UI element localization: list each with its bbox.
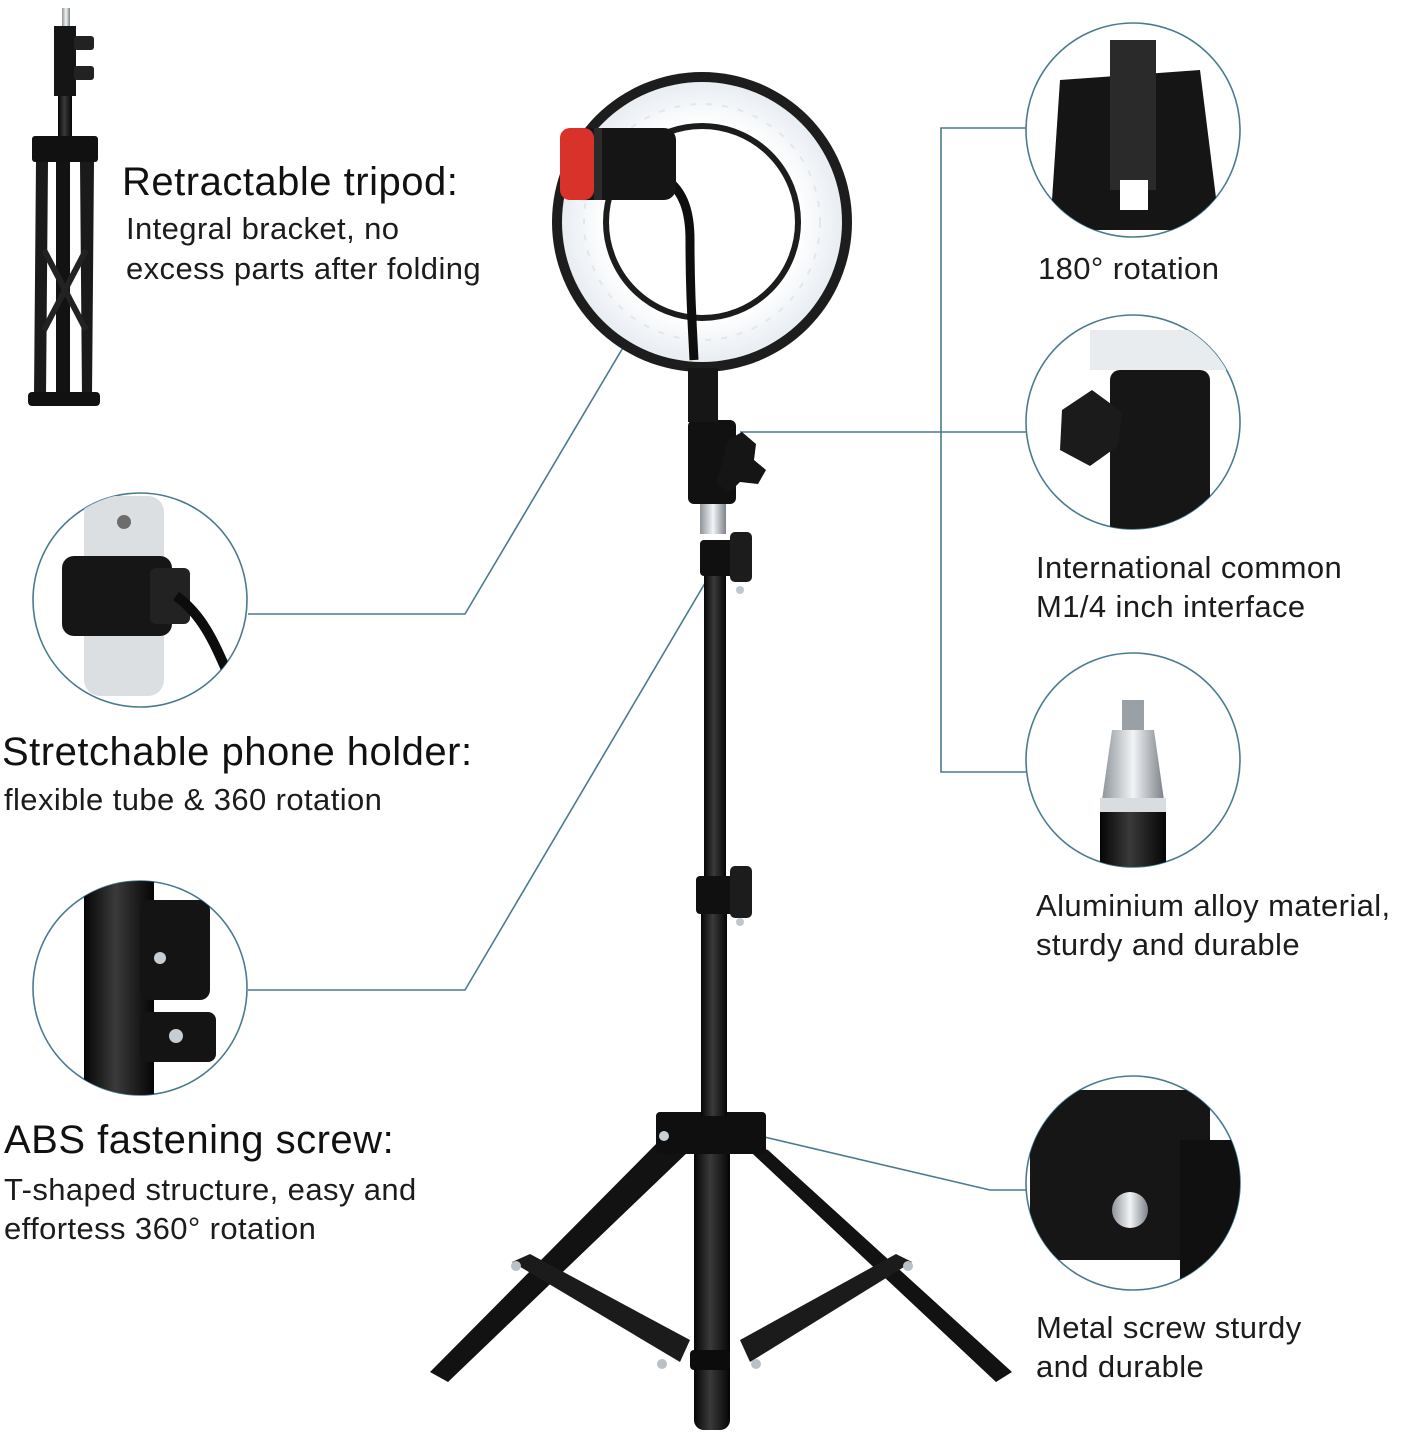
- feature-desc-metal-screw-line2: and durable: [1036, 1349, 1205, 1384]
- feature-desc-aluminium-line2: sturdy and durable: [1036, 927, 1300, 962]
- feature-desc-interface-line2: M1/4 inch interface: [1036, 589, 1306, 624]
- feature-desc-tripod-line1: Integral bracket, no: [126, 211, 400, 246]
- leader-line-rotation: [940, 127, 1026, 773]
- feature-desc-aluminium-line1: Aluminium alloy material,: [1036, 888, 1391, 923]
- metal-screw-closeup: [1025, 1075, 1241, 1291]
- feature-desc-interface-line1: International common: [1036, 550, 1343, 585]
- fastening-screw-closeup: [32, 880, 248, 1096]
- ball-head-knob-closeup: [1025, 314, 1241, 530]
- rotation-bracket-closeup: [1025, 22, 1241, 238]
- phone-holder-closeup: [32, 492, 248, 708]
- threaded-stud-closeup: [1025, 652, 1241, 868]
- feature-heading-fastening-screw: ABS fastening screw:: [4, 1118, 395, 1162]
- leader-line-fastening-screw: [248, 577, 709, 991]
- feature-desc-fastening-screw-line1: T-shaped structure, easy and: [4, 1172, 417, 1207]
- stand-legs: [430, 1140, 1012, 1430]
- folded-tripod-icon: [28, 8, 100, 406]
- feature-desc-phone-holder: flexible tube & 360 rotation: [4, 782, 383, 817]
- feature-desc-rotation: 180° rotation: [1038, 251, 1220, 286]
- leader-line-phone-holder: [248, 237, 689, 615]
- feature-desc-metal-screw-line1: Metal screw sturdy: [1036, 1310, 1302, 1345]
- led-pattern: [583, 103, 821, 341]
- ring-light-stand: [430, 72, 1012, 1430]
- feature-heading-tripod: Retractable tripod:: [122, 160, 459, 204]
- feature-heading-phone-holder: Stretchable phone holder:: [2, 730, 473, 774]
- feature-desc-tripod-line2: excess parts after folding: [126, 251, 482, 286]
- leader-line-metal-screw: [759, 1135, 1026, 1191]
- feature-desc-fastening-screw-line2: effortess 360° rotation: [4, 1211, 317, 1246]
